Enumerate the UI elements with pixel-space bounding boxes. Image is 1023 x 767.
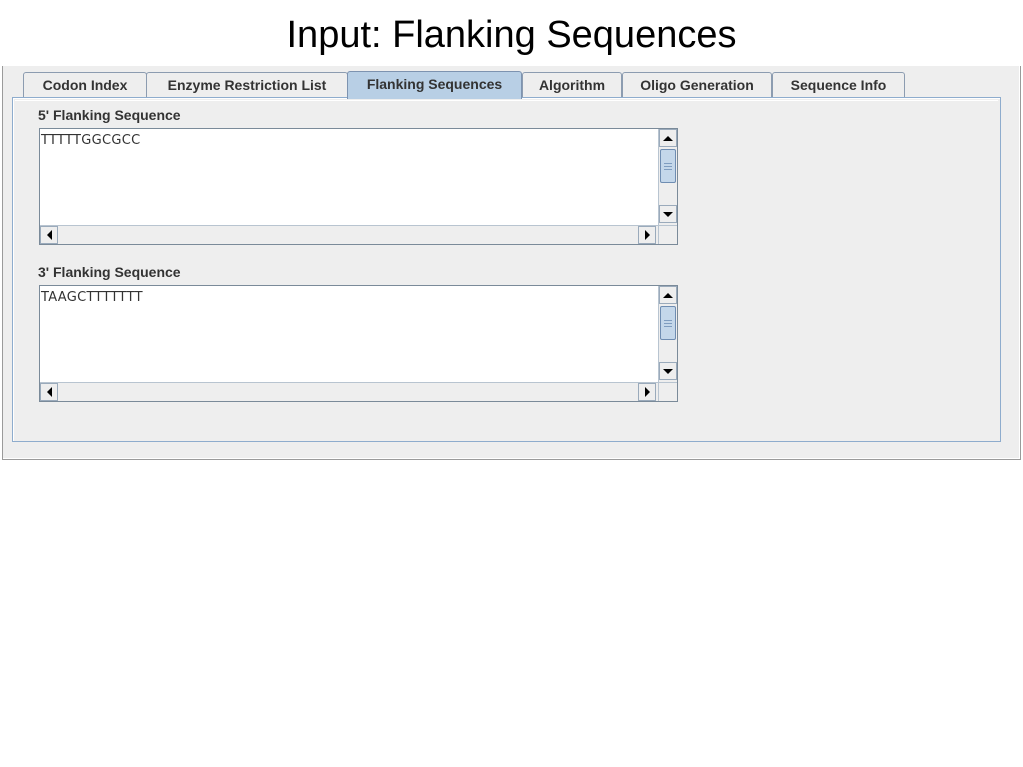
tab-flanking-sequences[interactable]: Flanking Sequences — [347, 71, 522, 99]
three-prime-label: 3' Flanking Sequence — [38, 264, 181, 280]
tab-enzyme-restriction-list[interactable]: Enzyme Restriction List — [146, 72, 348, 97]
slide-title: Input: Flanking Sequences — [286, 14, 737, 56]
tab-codon-index[interactable]: Codon Index — [23, 72, 147, 97]
app-window: Codon Index Enzyme Restriction List Flan… — [2, 66, 1021, 460]
scrollpane-corner — [658, 382, 677, 401]
scroll-up-button[interactable] — [659, 129, 677, 147]
triangle-left-icon — [46, 387, 52, 397]
scroll-up-button[interactable] — [659, 286, 677, 304]
scrollbar-thumb[interactable] — [660, 306, 676, 340]
tab-sequence-info[interactable]: Sequence Info — [772, 72, 905, 97]
scroll-right-button[interactable] — [638, 383, 656, 401]
five-prime-horizontal-scrollbar[interactable] — [40, 225, 658, 244]
triangle-up-icon — [663, 135, 673, 141]
three-prime-value: TAAGCTTTTTTT — [41, 290, 143, 305]
scrollpane-corner — [658, 225, 677, 244]
scroll-left-button[interactable] — [40, 226, 58, 244]
three-prime-vertical-scrollbar[interactable] — [658, 286, 677, 382]
triangle-down-icon — [663, 368, 673, 374]
five-prime-value: TTTTTGGCGCC — [41, 133, 141, 148]
three-prime-horizontal-scrollbar[interactable] — [40, 382, 658, 401]
triangle-right-icon — [644, 230, 650, 240]
tab-oligo-generation[interactable]: Oligo Generation — [622, 72, 772, 97]
scroll-down-button[interactable] — [659, 362, 677, 380]
triangle-down-icon — [663, 211, 673, 217]
triangle-right-icon — [644, 387, 650, 397]
five-prime-vertical-scrollbar[interactable] — [658, 129, 677, 225]
five-prime-textarea[interactable]: TTTTTGGCGCC — [40, 129, 658, 225]
three-prime-scrollpane: TAAGCTTTTTTT — [39, 285, 678, 402]
flanking-sequences-panel: 5' Flanking Sequence TTTTTGGCGCC — [12, 97, 1001, 442]
five-prime-scrollpane: TTTTTGGCGCC — [39, 128, 678, 245]
scroll-right-button[interactable] — [638, 226, 656, 244]
scroll-left-button[interactable] — [40, 383, 58, 401]
triangle-up-icon — [663, 292, 673, 298]
scrollbar-thumb[interactable] — [660, 149, 676, 183]
scroll-down-button[interactable] — [659, 205, 677, 223]
three-prime-textarea[interactable]: TAAGCTTTTTTT — [40, 286, 658, 382]
tab-algorithm[interactable]: Algorithm — [522, 72, 622, 97]
triangle-left-icon — [46, 230, 52, 240]
five-prime-label: 5' Flanking Sequence — [38, 107, 181, 123]
